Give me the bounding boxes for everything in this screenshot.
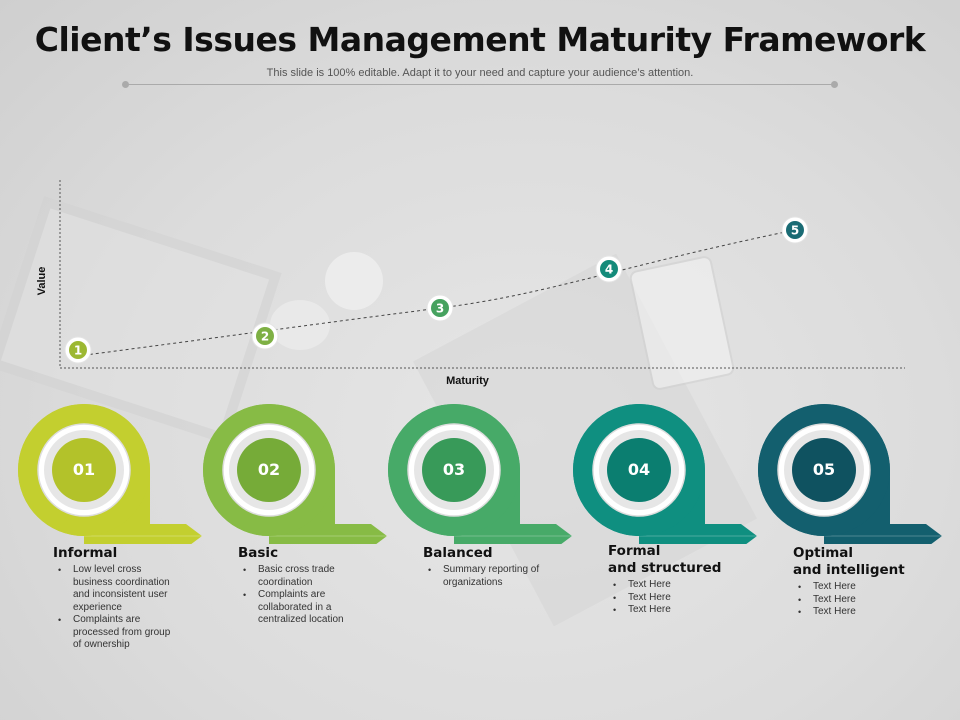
stage-badge-05: 05 — [758, 404, 948, 544]
bullet-item: Complaints are processed from group of o… — [58, 614, 178, 652]
y-axis-label: Value — [36, 266, 48, 296]
stage-title: Formal and structured — [608, 543, 722, 576]
chart-point-label: 3 — [436, 302, 444, 316]
stage-description-02: BasicBasic cross trade coordinationCompl… — [238, 545, 413, 627]
stage-number: 03 — [442, 460, 466, 479]
stage-description-01: InformalLow level cross business coordin… — [53, 545, 228, 652]
stage-number: 02 — [257, 460, 281, 479]
stage-description-05: Optimal and intelligentText HereText Her… — [793, 545, 960, 619]
page-subtitle: This slide is 100% editable. Adapt it to… — [266, 67, 694, 79]
stage-title: Basic — [238, 545, 279, 561]
bullet-item: Text Here — [613, 604, 783, 617]
stage-number: 04 — [627, 460, 651, 479]
stage-number: 05 — [812, 460, 836, 479]
chart-point-3: 3 — [426, 294, 454, 322]
page-title: Client’s Issues Management Maturity Fram… — [34, 20, 926, 59]
chart-point-label: 4 — [605, 263, 613, 277]
trend-line — [77, 229, 796, 357]
stage-badge-04: 04 — [573, 404, 763, 544]
chart-point-label: 1 — [74, 344, 82, 358]
stage-badge-01: 01 — [18, 404, 208, 544]
bullet-item: Text Here — [798, 594, 960, 607]
bullet-item: Summary reporting of organizations — [428, 564, 548, 589]
bullet-item: Basic cross trade coordination — [243, 564, 363, 589]
divider-dot-right — [831, 81, 838, 88]
chart-point-4: 4 — [595, 255, 623, 283]
chart-point-label: 5 — [791, 224, 799, 238]
stage-badge-03: 03 — [388, 404, 578, 544]
stage-number: 01 — [72, 460, 96, 479]
stage-bullets: Basic cross trade coordinationComplaints… — [238, 564, 363, 627]
chart-point-2: 2 — [251, 322, 279, 350]
stage-description-03: BalancedSummary reporting of organizatio… — [423, 545, 598, 589]
x-axis-label: Maturity — [446, 375, 489, 387]
divider-dot-left — [122, 81, 129, 88]
title-divider — [126, 84, 834, 85]
stage-title: Informal — [53, 545, 118, 561]
bullet-item: Text Here — [798, 581, 960, 594]
stage-title: Optimal and intelligent — [793, 545, 905, 578]
stage-bullets: Text HereText HereText Here — [793, 581, 960, 619]
stage-badge-02: 02 — [203, 404, 393, 544]
bullet-item: Low level cross business coordination an… — [58, 564, 178, 614]
bullet-item: Complaints are collaborated in a central… — [243, 589, 363, 627]
bullet-item: Text Here — [798, 606, 960, 619]
bullet-item: Text Here — [613, 579, 783, 592]
chart-point-1: 1 — [64, 336, 92, 364]
bullet-item: Text Here — [613, 592, 783, 605]
stage-description-04: Formal and structuredText HereText HereT… — [608, 543, 783, 617]
chart-point-5: 5 — [781, 216, 809, 244]
stage-bullets: Summary reporting of organizations — [423, 564, 548, 589]
stage-title: Balanced — [423, 545, 493, 561]
stage-bullets: Low level cross business coordination an… — [53, 564, 178, 652]
stage-bullets: Text HereText HereText Here — [608, 579, 783, 617]
chart-point-label: 2 — [261, 330, 269, 344]
